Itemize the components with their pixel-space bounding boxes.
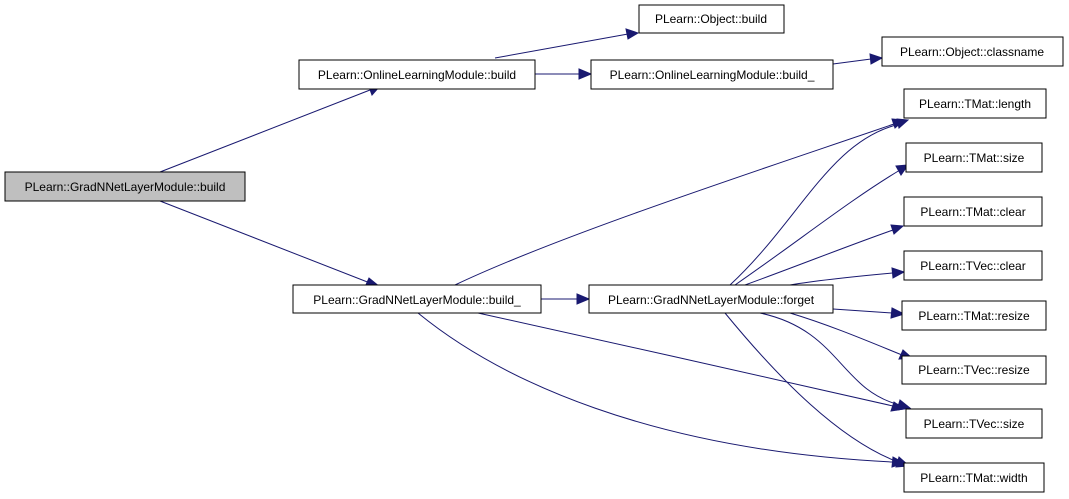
edge-gnl-forget-to-tvec-clear [789, 267, 906, 286]
node-olm-build[interactable]: PLearn::OnlineLearningModule::build [298, 59, 536, 90]
node-tvec-resize-label: PLearn::TVec::resize [918, 363, 1030, 377]
edge-gnl-build-underscore-to-tmat-width [417, 312, 906, 468]
node-gnl-forget-label: PLearn::GradNNetLayerModule::forget [608, 293, 815, 307]
node-olm-build-underscore-label: PLearn::OnlineLearningModule::build_ [610, 68, 815, 82]
edge-gnl-build-underscore-to-tmat-length [454, 118, 906, 286]
edge-olm-build-to-obj-build [494, 28, 640, 59]
node-obj-build-label: PLearn::Object::build [655, 12, 767, 26]
node-obj-classname-label: PLearn::Object::classname [900, 45, 1044, 59]
node-tmat-width[interactable]: PLearn::TMat::width [903, 462, 1045, 493]
node-tvec-size-label: PLearn::TVec::size [924, 417, 1025, 431]
node-tmat-resize-label: PLearn::TMat::resize [918, 309, 1030, 323]
node-tvec-clear[interactable]: PLearn::TVec::clear [903, 250, 1043, 281]
node-tvec-clear-label: PLearn::TVec::clear [920, 259, 1025, 273]
edge-root-to-gnl-build-underscore [159, 200, 382, 288]
edge-gnl-forget-to-tmat-clear [744, 224, 905, 286]
node-tmat-length[interactable]: PLearn::TMat::length [903, 88, 1047, 119]
node-root[interactable]: PLearn::GradNNetLayerModule::build [4, 171, 246, 202]
node-olm-build-underscore[interactable]: PLearn::OnlineLearningModule::build_ [590, 59, 834, 90]
edge-gnl-forget-to-tmat-resize [832, 307, 906, 319]
node-obj-classname[interactable]: PLearn::Object::classname [881, 36, 1064, 67]
edge-gnl-forget-to-tvec-resize [789, 312, 914, 360]
node-tmat-resize[interactable]: PLearn::TMat::resize [901, 300, 1047, 331]
edge-root-to-olm-build [159, 83, 381, 173]
node-root-label: PLearn::GradNNetLayerModule::build [25, 180, 226, 194]
node-gnl-build-underscore-label: PLearn::GradNNetLayerModule::build_ [313, 293, 521, 307]
edge-gnl-forget-to-tvec-size [759, 312, 912, 411]
edge-gnl-forget-to-tmat-length [729, 118, 910, 286]
edge-olm-build-underscore-to-obj-classname [832, 53, 884, 65]
node-tvec-resize[interactable]: PLearn::TVec::resize [901, 355, 1047, 385]
node-gnl-build-underscore[interactable]: PLearn::GradNNetLayerModule::build_ [292, 284, 542, 314]
node-tmat-clear-label: PLearn::TMat::clear [920, 205, 1025, 219]
node-olm-build-label: PLearn::OnlineLearningModule::build [318, 68, 516, 82]
node-tmat-width-label: PLearn::TMat::width [920, 471, 1027, 485]
node-tmat-clear[interactable]: PLearn::TMat::clear [903, 196, 1043, 227]
edge-olm-build-to-olm-build-underscore [535, 68, 593, 80]
node-tmat-size[interactable]: PLearn::TMat::size [905, 142, 1043, 173]
edge-gnl-build-underscore-to-gnl-forget [541, 293, 591, 305]
node-gnl-forget[interactable]: PLearn::GradNNetLayerModule::forget [588, 284, 834, 314]
node-obj-build[interactable]: PLearn::Object::build [638, 4, 785, 34]
node-tmat-size-label: PLearn::TMat::size [924, 151, 1025, 165]
edge-gnl-forget-to-tmat-width [724, 312, 911, 468]
edge-gnl-forget-to-tmat-size [734, 164, 910, 286]
node-tvec-size[interactable]: PLearn::TVec::size [905, 408, 1043, 439]
node-tmat-length-label: PLearn::TMat::length [919, 97, 1031, 111]
